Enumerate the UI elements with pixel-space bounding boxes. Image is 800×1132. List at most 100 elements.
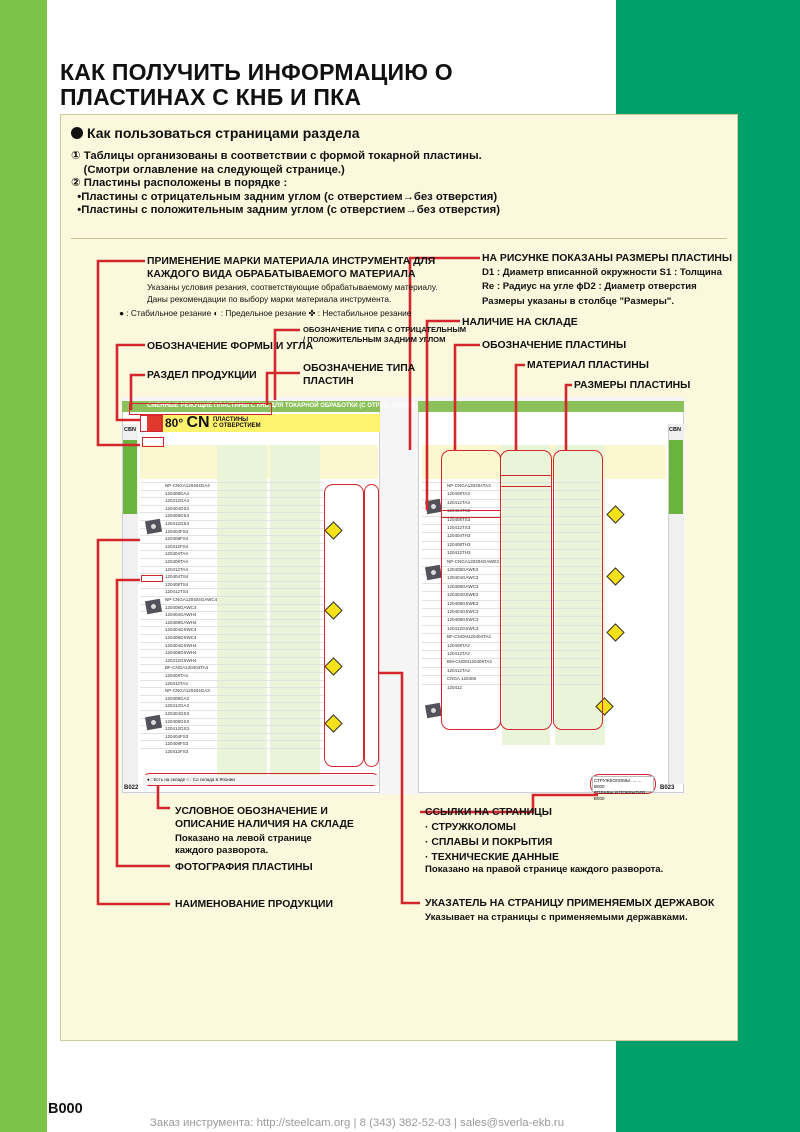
table-row-line <box>140 558 324 559</box>
footer-contact: Заказ инструмента: http://steelcam.org |… <box>150 1117 565 1129</box>
annotation-neg-type: ОБОЗНАЧЕНИЕ ТИПА С ОТРИЦАТЕЛЬНЫМ / ПОЛОЖ… <box>303 325 466 344</box>
divider <box>71 238 727 239</box>
annotation-grade-title2: КАЖДОГО ВИДА ОБРАБАТЫВАЕМОГО МАТЕРИАЛА <box>147 269 416 280</box>
page-title-line2: ПЛАСТИНАХ С КНБ И ПКА <box>60 84 362 110</box>
insert-photo <box>424 564 443 581</box>
table-row-line <box>422 658 602 660</box>
table-row-label: 120408GA4 <box>165 490 190 496</box>
cn-header <box>147 414 380 432</box>
table-row-label: 120408GS3 <box>165 718 190 724</box>
annotation-legend-sub1: Показано на левой странице <box>175 833 312 844</box>
table-row-label: 120404GAWC3 <box>447 575 479 581</box>
table-row-line <box>140 702 324 704</box>
table-row-line <box>140 740 324 742</box>
insert-photo <box>424 702 443 719</box>
table-row-line <box>140 626 324 628</box>
annotation-legend-stock: УСЛОВНОЕ ОБОЗНАЧЕНИЕ И ОПИСАНИЕ НАЛИЧИЯ … <box>175 805 354 858</box>
table-row-line <box>140 504 324 506</box>
table-row-label: 120412TA2 <box>447 667 470 673</box>
table-row-label: 120408GAWC4 <box>165 604 197 610</box>
insert-photo <box>144 714 163 731</box>
page-title: КАК ПОЛУЧИТЬ ИНФОРМАЦИЮ О ПЛАСТИНАХ С КН… <box>60 60 453 110</box>
table-row-line <box>140 580 324 582</box>
intro-line: ① Таблицы организованы в соответствии с … <box>71 150 482 162</box>
table-row-line <box>422 582 602 584</box>
page-number-right: B023 <box>660 785 675 791</box>
table-row-line <box>140 649 324 651</box>
table-row-line <box>422 650 602 651</box>
table-row-label: 120404GSWE3 <box>447 592 479 598</box>
table-row-line <box>422 599 602 601</box>
table-row-label: 120412TS4 <box>165 589 189 595</box>
left-dims-column <box>270 445 320 775</box>
cn-label: CN <box>186 414 210 431</box>
table-row-label: 120408TA4 <box>165 673 188 678</box>
ref-line: СПЛАВЫ И ПОКРЫТИЯ .. B000 <box>594 790 649 801</box>
annotation-grade: ПРИМЕНЕНИЕ МАРКИ МАТЕРИАЛА ИНСТРУМЕНТА Д… <box>119 255 438 319</box>
annotation-grade-sub2: Даны рекомендации по выбору марки матери… <box>147 294 392 304</box>
table-row-line <box>140 672 324 673</box>
bullet-icon <box>71 127 83 139</box>
callout-diagram-left <box>324 484 364 767</box>
table-row-line <box>140 664 324 666</box>
table-row-label: 120412GSWC3 <box>447 625 479 631</box>
angle-icon <box>147 414 163 432</box>
page-refs-box: СТРУЖКОЛОМЫ ........ B000 СПЛАВЫ И ПОКРЫ… <box>592 776 654 801</box>
table-row-line <box>422 624 602 626</box>
catalog-band-text: СМЕННЫЕ РЕЖУЩИЕ ПЛАСТИНЫ С КНБ ДЛЯ ТОКАР… <box>147 403 415 409</box>
stock-legend-bar: ● : Есть на складе ○ : Со склада в Япони… <box>143 775 379 785</box>
annotation-grade-title1: ПРИМЕНЕНИЕ МАРКИ МАТЕРИАЛА ИНСТРУМЕНТА Д… <box>147 256 436 267</box>
table-row-label: NP-CNGA120404TA3 <box>447 483 491 488</box>
table-row-label: 120408GSWC4 <box>165 635 197 640</box>
right-side-green <box>669 440 683 514</box>
table-row-line <box>140 611 324 613</box>
callout-holder-left <box>364 484 379 767</box>
table-row-label: CNGA 120408 <box>447 676 477 682</box>
page-title-line1: КАК ПОЛУЧИТЬ ИНФОРМАЦИЮ О <box>60 59 453 85</box>
table-row-label: 120408GSWC3 <box>447 617 479 623</box>
cn-sub2: С ОТВЕРСТИЕМ <box>212 423 261 429</box>
table-row-line <box>140 725 324 727</box>
table-row-label: 120404GS4 <box>165 505 190 511</box>
table-row-line <box>140 489 324 491</box>
left-stock-column <box>217 445 267 775</box>
table-row-line <box>140 618 324 620</box>
table-row-label: 120412FS3 <box>165 749 189 754</box>
table-row-line <box>140 656 324 658</box>
table-row-line <box>422 532 602 534</box>
table-row-label: 120408GAWC3 <box>447 583 479 589</box>
callout-designation-right <box>441 450 501 730</box>
ref-line: СТРУЖКОЛОМЫ ........ B000 <box>594 778 642 789</box>
table-row-line <box>422 557 602 559</box>
annotation-page-refs-item: · СТРУЖКОЛОМЫ <box>425 822 516 833</box>
table-row-line <box>422 633 602 635</box>
table-row-line <box>140 535 324 537</box>
table-row-line <box>140 497 324 499</box>
insert-photo <box>424 498 443 515</box>
table-row-line <box>422 574 602 576</box>
callout-row-highlight <box>441 510 501 518</box>
table-row-line <box>140 527 324 529</box>
annotation-dims-pic-line3: Размеры указаны в столбце "Размеры". <box>482 295 675 307</box>
callout-neg-box <box>142 437 164 447</box>
table-row-line <box>140 634 324 635</box>
intro-line: •Пластины с отрицательным задним углом (… <box>71 190 498 203</box>
annotation-insert-type2: ПЛАСТИН <box>303 376 354 387</box>
table-row-label: 120408FS3 <box>165 741 189 747</box>
annotation-dims-pic: НА РИСУНКЕ ПОКАЗАНЫ РАЗМЕРЫ ПЛАСТИНЫ D1 … <box>482 252 732 308</box>
table-row-line <box>422 490 602 492</box>
table-row-label: 120408FS4 <box>165 536 189 542</box>
callout-material-right <box>500 450 552 730</box>
annotation-page-refs-item: · СПЛАВЫ И ПОКРЫТИЯ <box>425 837 553 848</box>
annotation-legend-title2: ОПИСАНИЕ НАЛИЧИЯ НА СКЛАДЕ <box>175 819 354 830</box>
catalog-green-band-right <box>418 401 684 412</box>
table-row-label: 120408GSWH4 <box>165 650 197 656</box>
table-row-line <box>422 608 602 609</box>
annotation-stock: НАЛИЧИЕ НА СКЛАДЕ <box>462 317 578 328</box>
table-row-line <box>422 666 602 668</box>
table-row-line <box>422 540 602 542</box>
annotation-grade-legend: ● : Стабильное резание ◐ : Предельное ре… <box>119 308 412 318</box>
annotation-page-refs-sub: Показано на правой странице каждого разв… <box>425 864 664 875</box>
table-row-label: 120408GS4 <box>165 513 190 519</box>
annotation-page-refs: ССЫЛКИ НА СТРАНИЦЫ · СТРУЖКОЛОМЫ · СПЛАВ… <box>425 806 663 876</box>
